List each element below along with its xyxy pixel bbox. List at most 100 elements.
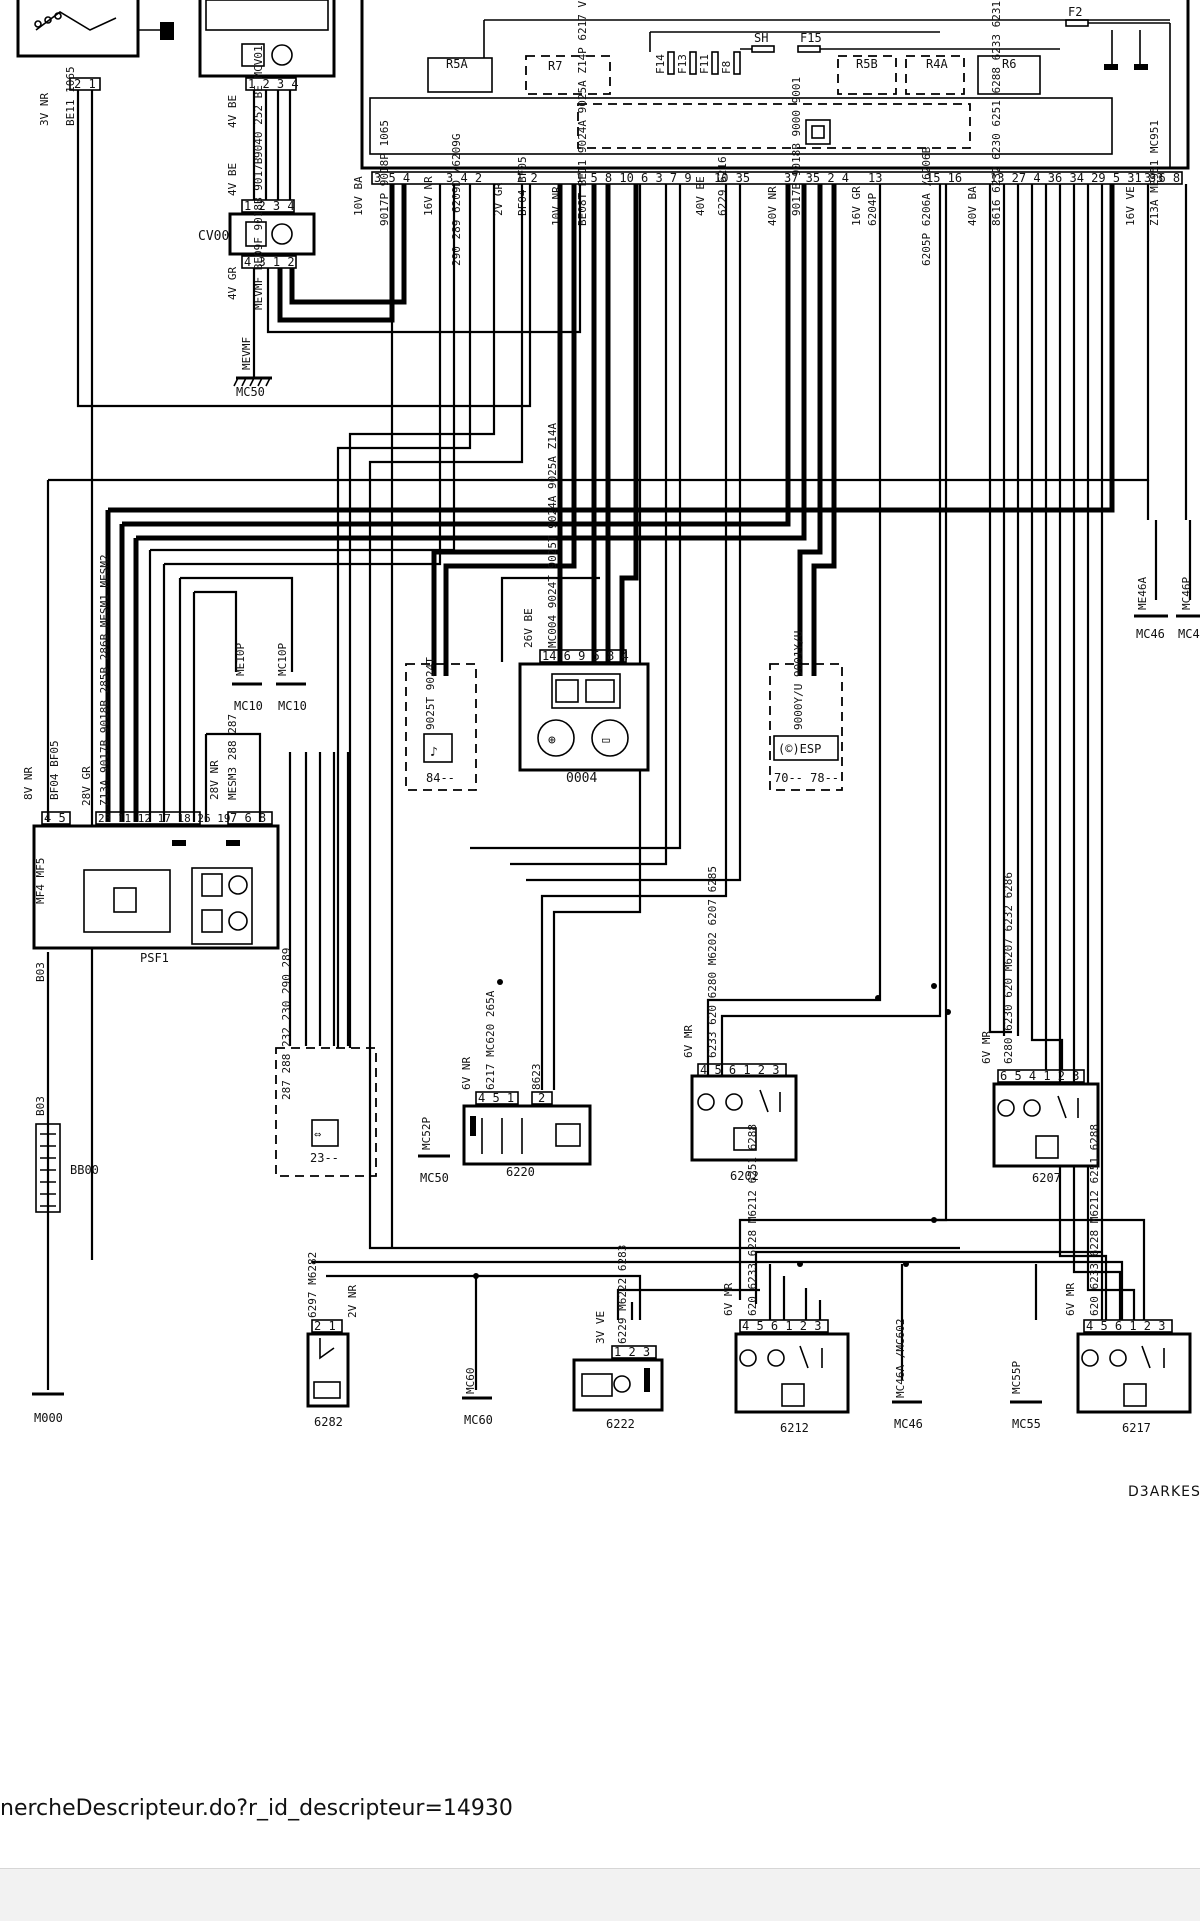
bsi-6205-wires: 6205P 6206A /6206B xyxy=(920,146,933,266)
top-left-conn-label: 3V NR xyxy=(38,93,51,126)
psf1-28vnr-label: 28V NR xyxy=(208,760,221,800)
c6282-pins: 2 1 xyxy=(314,1319,336,1333)
fuse-f8: F8 xyxy=(720,51,741,75)
ground-mc50a-label: MC50 xyxy=(236,385,265,399)
c6220-conn-label: 6V NR xyxy=(460,1057,473,1090)
bsi-10vnr-wires: BE08T BE11 9024A 9025A Z14P 6217 VE13P 8… xyxy=(576,0,589,226)
ground-me10p-label: ME10P xyxy=(234,643,247,676)
cv00-mid-conn-label: 4V BE xyxy=(226,163,239,196)
c84-wires-label: 9025T 9024T xyxy=(424,657,437,730)
c6282-label: 6282 xyxy=(314,1415,343,1429)
url-fragment-text: nercheDescripteur.do?r_id_descripteur=14… xyxy=(0,1796,513,1821)
bsi-16vnr-label: 16V NR xyxy=(422,176,435,216)
bsi-40vba-wires: 8616 6232 6230 6251 6288 6233 6231 6250 … xyxy=(990,0,1003,226)
fuse-f13: F13 xyxy=(676,51,697,75)
bsi-16vgr-wires: 6204P xyxy=(866,193,879,226)
c6212-label: 6212 xyxy=(780,1421,809,1435)
psf1-8vnr-label: 8V NR xyxy=(22,767,35,800)
fuse-f14: F14 xyxy=(654,51,675,75)
c23-module: 287 288 232 230 290 289 ⇔ 23-- xyxy=(275,948,377,1177)
c0004-wires-label: MC004 9024T 9025T 9024A 9025A Z14A xyxy=(546,422,559,648)
bsi-10vnr-pins: 1 5 8 10 6 3 7 9 xyxy=(576,171,692,185)
c70-wires-label: 9000Y/U 9001Y/U xyxy=(792,631,805,730)
c6282-conn-label: 2V NR xyxy=(346,1285,359,1318)
bsi-6205-pins: 15 16 xyxy=(926,171,962,185)
c6217-pins: 4 5 6 1 2 3 xyxy=(1086,1319,1165,1333)
ground-mc10b: MC10P MC10 xyxy=(276,643,307,713)
ground-mevmf-label: MEVMF xyxy=(240,337,253,370)
psf1-28vgr-wires: Z13A 9017B 9018B 285B 286B MESM1 MESM2 xyxy=(98,554,111,806)
fuse-f11-label: F11 xyxy=(698,54,711,74)
relay-r5a: R5A xyxy=(427,57,493,93)
top-left-wires-label: BE11 1065 xyxy=(64,66,77,126)
psf1-8vnr-pins: 4 5 xyxy=(44,811,66,825)
cv00-bot-conn-label: 4V GR xyxy=(226,267,239,300)
c6207-label: 6207 xyxy=(1032,1171,1061,1185)
c6220-label: 6220 xyxy=(506,1165,535,1179)
c6217-module: 6V MR 620 6233 6228 M6212 6251 6288 4 5 … xyxy=(1064,1124,1192,1435)
relay-r7: R7 xyxy=(525,55,611,95)
c70-label: 70-- 78-- xyxy=(774,771,839,785)
c23-wires-label: 287 288 232 230 290 289 xyxy=(280,948,293,1100)
c0004-pins: 14 6 9 5 8 4 xyxy=(542,649,629,663)
bsi-connector-labels: 10V BA 9017P 9018P 1065 3 5 4 16V NR 290… xyxy=(352,0,1180,266)
bsi-40vba-label: 40V BA xyxy=(966,186,979,226)
ground-mc46b-label: MC46 xyxy=(1178,627,1200,641)
ground-mc10a-label: MC10 xyxy=(234,699,263,713)
c6217-label: 6217 xyxy=(1122,1421,1151,1435)
c0004-label: 0004 xyxy=(566,771,597,786)
esp-icon: (©)ESP xyxy=(778,742,821,756)
c0004-conn-label: 26V BE xyxy=(522,608,535,648)
psf1-28vnr-pins: 7 6 8 xyxy=(230,811,266,825)
c6212-conn-label: 6V MR xyxy=(722,1283,735,1316)
ignition-switch: 2 1 3V NR BE11 1065 xyxy=(16,0,174,126)
bsi-2vgr-pins: 1 2 xyxy=(516,171,538,185)
c6220-wires-label: 6217 MC620 265A xyxy=(484,990,497,1090)
psf1-side-label: MF4 MF5 xyxy=(34,858,47,904)
bb00-label: BB00 xyxy=(70,1163,99,1177)
cv00-module: 4V BE 1 2 3 4 CV00 4 3 1 2 4V GR MEVMF B… xyxy=(198,157,316,310)
c6212-pins: 4 5 6 1 2 3 xyxy=(742,1319,821,1333)
b03b-label: B03 xyxy=(34,1096,47,1116)
c6222-pins: 1 2 3 xyxy=(614,1345,650,1359)
cv00-top-conn-label: 4V BE xyxy=(226,95,239,128)
c6207-module: 6V MR 6280 6230 620 M6207 6232 6286 6 5 … xyxy=(980,872,1100,1185)
ground-mc50a: MEVMF MC50 xyxy=(233,337,272,399)
c6222-conn-label: 3V VE xyxy=(594,1311,607,1344)
c6207-conn-label: 6V MR xyxy=(980,1031,993,1064)
cv00-top-wires-label: 9040 252 BE MCV01 xyxy=(252,45,265,158)
ground-mc46p-label: MC46P xyxy=(1180,577,1193,610)
bsi-module: R5A R7 R5B R4A R6 F14 F13 F11 xyxy=(360,0,1190,185)
c6202-conn-label: 6V MR xyxy=(682,1025,695,1058)
c6212-wires-label: 620 6233 6228 M6212 6251 6288 xyxy=(746,1124,759,1316)
c6212-module: 6V MR 620 6233 6228 M6212 6251 6288 4 5 … xyxy=(722,1124,850,1435)
c84-label: 84-- xyxy=(426,771,455,785)
c0004-module: 26V BE MC004 9024T 9025T 9024A 9025A Z14… xyxy=(518,422,650,786)
car-lock-icon: ⊕ xyxy=(548,733,556,748)
ground-mc10b-label: MC10 xyxy=(278,699,307,713)
cv00-mid-pins: 1 2 3 4 xyxy=(244,199,295,213)
ground-me46a-label: ME46A xyxy=(1136,577,1149,610)
c6282-module: 6297 M6282 2V NR 2 1 6282 xyxy=(306,1252,359,1429)
relay-r5a-label: R5A xyxy=(446,57,468,71)
top-left-pins: 2 1 xyxy=(74,77,96,91)
c6282-wires-label: 6297 M6282 xyxy=(306,1252,319,1318)
c23-label: 23-- xyxy=(310,1151,339,1165)
diagram-watermark: D3ARKES xyxy=(1128,1484,1200,1500)
bsi-40vnr-wires: 9017B 9018B 9000 9001 xyxy=(790,77,803,216)
ground-mc55-label: MC55 xyxy=(1012,1417,1041,1431)
fuse-f11: F11 xyxy=(698,51,719,75)
c6220-module: 6V NR 6217 MC620 265A 8623 4 5 1 2 6220 xyxy=(460,990,592,1179)
ground-mc46: ME46A MC46 xyxy=(1134,577,1168,641)
ground-mc10p-label: MC10P xyxy=(276,643,289,676)
c6220-wires2-label: 8623 xyxy=(530,1064,543,1091)
ground-mc52p-label: MC52P xyxy=(420,1117,433,1150)
ground-mc50b: MC52P MC50 xyxy=(418,1117,450,1185)
relay-r6: R6 xyxy=(977,55,1041,95)
wiring-bundle xyxy=(46,90,1192,1390)
c6217-wires-label: 620 6233 6228 M6212 6251 6288 xyxy=(1088,1124,1101,1316)
ground-mc46-label: MC46 xyxy=(1136,627,1165,641)
psf1-8vnr-wires: BF04 BF05 xyxy=(48,740,61,800)
ground-mc60w-label: MC60 xyxy=(464,1368,477,1395)
ground-mc50b-label: MC50 xyxy=(420,1171,449,1185)
